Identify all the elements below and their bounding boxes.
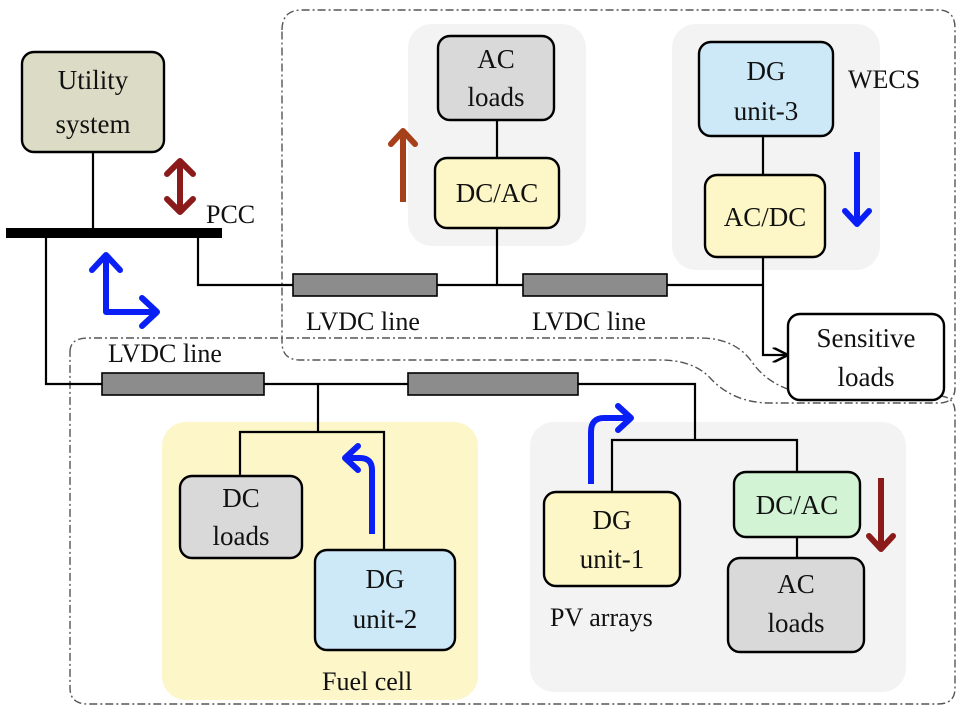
lower-region-outline xyxy=(69,337,956,705)
lvdc-line-segment-3 xyxy=(101,372,265,396)
dg-unit-2-label-2: unit-2 xyxy=(353,604,418,634)
pcc-bidirectional-arrow-icon xyxy=(89,252,160,329)
utility-system-label-2: system xyxy=(55,109,130,139)
fuel-cell-branch-wire xyxy=(238,430,386,550)
ac-loads-bottom-label-2: loads xyxy=(768,608,825,638)
dcac-top-box: DC/AC xyxy=(433,156,561,230)
dc-loads-label-2: loads xyxy=(213,521,270,551)
lvdc-line-label-1: LVDC line xyxy=(306,307,420,336)
dcac-bottom-box: DC/AC xyxy=(732,470,862,539)
utility-system-box: Utility system xyxy=(20,50,166,154)
dg-unit-1-label-2: unit-1 xyxy=(580,544,645,574)
lower-feeder-wire xyxy=(44,238,697,440)
lvdc-line-segment-1 xyxy=(292,273,438,297)
sensitive-loads-label-2: loads xyxy=(838,362,895,392)
ac-loads-top-label-1: AC xyxy=(477,44,515,74)
lvdc-line-label-2: LVDC line xyxy=(532,307,646,336)
dg-unit-3-label-1: DG xyxy=(747,56,786,86)
sensitive-loads-label-1: Sensitive xyxy=(817,323,916,353)
ac-loads-top-box: AC loads xyxy=(436,34,556,122)
upper-region-outline xyxy=(281,9,956,404)
utility-bidirectional-arrow-icon xyxy=(164,158,196,215)
sensitive-loads-box: Sensitive loads xyxy=(786,312,946,402)
ac-loads-bottom-down-arrow-icon xyxy=(866,478,896,552)
dg-unit-2-label-1: DG xyxy=(366,564,405,594)
fuel-cell-label: Fuel cell xyxy=(322,667,412,696)
dcac-top-label: DC/AC xyxy=(456,178,539,208)
acdc-label: AC/DC xyxy=(724,202,807,232)
lvdc-line-segment-2 xyxy=(522,273,668,297)
pcc-label: PCC xyxy=(206,200,255,229)
pv-arrays-label: PV arrays xyxy=(550,603,653,632)
ac-loads-up-arrow-icon xyxy=(388,128,418,202)
dg-unit-3-label-2: unit-3 xyxy=(734,96,799,126)
pcc-bus-bar xyxy=(6,228,222,238)
feeder-to-sensitive-loads-wire xyxy=(761,285,785,355)
dc-loads-label-1: DC xyxy=(222,483,260,513)
fuel-cell-up-arrow-icon xyxy=(342,443,375,534)
lvdc-line-segment-4 xyxy=(407,372,579,396)
dg-unit-3-box: DG unit-3 xyxy=(697,40,835,138)
ac-loads-top-label-2: loads xyxy=(468,82,525,112)
dcac-bottom-label: DC/AC xyxy=(756,490,839,520)
dc-loads-box: DC loads xyxy=(178,474,304,560)
dg-unit-2-box: DG unit-2 xyxy=(313,548,457,652)
wecs-label: WECS xyxy=(848,65,920,94)
wecs-down-arrow-icon xyxy=(842,152,872,227)
dg-unit-1-box: DG unit-1 xyxy=(542,490,682,588)
pv-up-arrow-icon xyxy=(588,403,634,484)
dg-unit-1-label-1: DG xyxy=(593,505,632,535)
ac-loads-bottom-label-1: AC xyxy=(777,569,815,599)
pv-branch-wire xyxy=(610,438,799,492)
lvdc-line-label-3: LVDC line xyxy=(108,339,222,368)
utility-system-label-1: Utility xyxy=(58,65,129,95)
acdc-box: AC/DC xyxy=(703,173,827,259)
ac-loads-bottom-box: AC loads xyxy=(726,556,866,654)
